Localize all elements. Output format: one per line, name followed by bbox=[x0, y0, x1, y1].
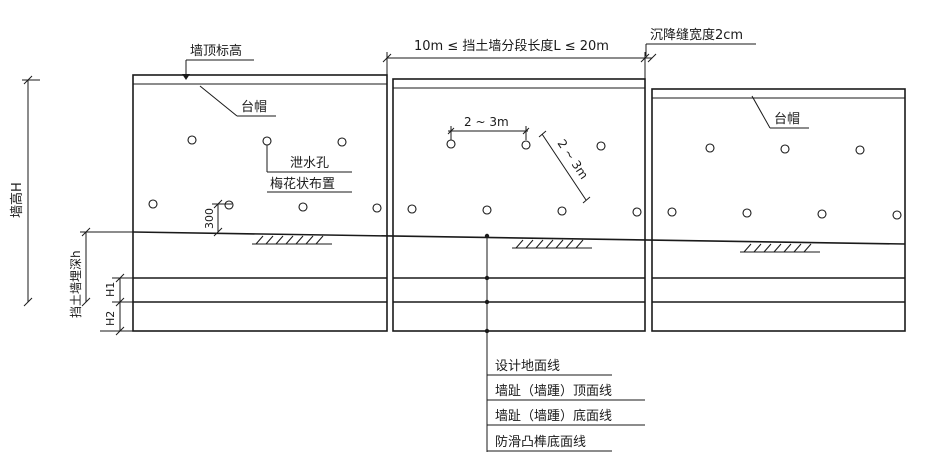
soil-hatch-left bbox=[252, 235, 332, 245]
wall-top-elevation-callout: 墙顶标高 bbox=[182, 43, 254, 80]
spacing-horizontal-label: 2 ~ 3m bbox=[464, 115, 509, 129]
weep-holes bbox=[148, 135, 902, 220]
cap-label-right: 台帽 bbox=[774, 111, 800, 127]
segment-length-label: 10m ≤ 挡土墙分段长度L ≤ 20m bbox=[414, 38, 609, 54]
legend-leader: 设计地面线 墙趾（墙踵）顶面线 墙趾（墙踵）底面线 防滑凸榫底面线 bbox=[484, 233, 645, 452]
h1-h2-dimension: H1 H2 bbox=[100, 273, 133, 336]
cap-callout-right: 台帽 bbox=[751, 95, 809, 129]
cap-label-left: 台帽 bbox=[241, 99, 267, 115]
legend-shear-key-bottom-line: 防滑凸榫底面线 bbox=[495, 434, 586, 450]
legend-toe-bottom-line: 墙趾（墙踵）底面线 bbox=[495, 408, 612, 424]
embedment-depth-label: 挡土墙埋深h bbox=[69, 250, 83, 318]
wall-top-elevation-label: 墙顶标高 bbox=[190, 43, 242, 59]
h1-label: H1 bbox=[104, 282, 117, 297]
dimension-300: 300 bbox=[203, 199, 232, 237]
segment-length-dimension: 10m ≤ 挡土墙分段长度L ≤ 20m bbox=[382, 38, 657, 79]
weep-hole-callout: 泄水孔 梅花状布置 bbox=[266, 145, 352, 193]
wall-segment-right bbox=[651, 88, 906, 332]
wall-height-dimension: 墙高H bbox=[9, 75, 40, 307]
soil-hatch-right bbox=[740, 243, 820, 253]
weep-hole-label-1: 泄水孔 bbox=[290, 156, 329, 171]
settlement-joint-callout: 沉降缝宽度2cm bbox=[645, 27, 756, 56]
weep-hole-label-2: 梅花状布置 bbox=[270, 176, 335, 192]
wall-segment-left bbox=[132, 74, 388, 332]
spacing-horizontal-dimension: 2 ~ 3m bbox=[447, 115, 530, 140]
wall-height-label: 墙高H bbox=[9, 182, 25, 218]
embedment-depth-dimension: 挡土墙埋深h bbox=[69, 227, 133, 318]
design-ground-line bbox=[132, 231, 906, 245]
spacing-diagonal-label: 2 ~ 3m bbox=[555, 137, 592, 182]
cap-callout-left: 台帽 bbox=[199, 85, 276, 117]
h2-label: H2 bbox=[104, 311, 117, 326]
dimension-300-label: 300 bbox=[203, 208, 216, 229]
legend-toe-top-line: 墙趾（墙踵）顶面线 bbox=[495, 384, 612, 399]
spacing-diagonal-dimension: 2 ~ 3m bbox=[538, 130, 592, 204]
wall-segment-middle bbox=[392, 78, 646, 332]
settlement-joint-label: 沉降缝宽度2cm bbox=[650, 27, 743, 43]
legend-design-ground-line: 设计地面线 bbox=[495, 359, 560, 374]
soil-hatch-middle bbox=[512, 239, 592, 249]
